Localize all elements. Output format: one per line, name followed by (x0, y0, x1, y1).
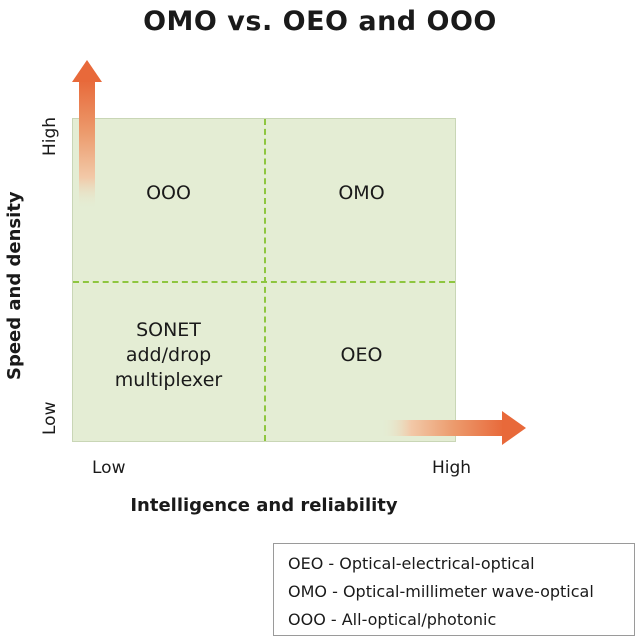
quadrant-top-left: OOO (146, 182, 191, 204)
quadrant-bottom-right: OEO (340, 344, 383, 366)
legend-item-ooo: OOO - All-optical/photonic (288, 610, 497, 629)
quadrant-top-right: OMO (338, 182, 385, 204)
quadrant-bottom-left-line-3: multiplexer (114, 369, 223, 391)
quadrant-bottom-left-line-1: SONET (136, 319, 201, 341)
y-axis-arrow-icon (72, 60, 102, 210)
quadrant-bottom-left: SONET add/drop multiplexer (73, 318, 264, 393)
x-tick-low: Low (92, 458, 126, 478)
quadrant-bottom-left-line-2: add/drop (125, 344, 212, 366)
legend-item-oeo: OEO - Optical-electrical-optical (288, 554, 535, 573)
y-axis-label: Speed and density (4, 191, 25, 380)
legend-item-omo: OMO - Optical-millimeter wave-optical (288, 582, 594, 601)
x-axis-arrow-icon (380, 411, 526, 445)
legend-box: OEO - Optical-electrical-optical OMO - O… (273, 543, 635, 636)
x-tick-high: High (432, 458, 472, 478)
y-tick-high: High (40, 116, 60, 156)
diagram-title: OMO vs. OEO and OOO (143, 6, 497, 37)
horizontal-divider (73, 281, 455, 283)
y-tick-low: Low (40, 401, 60, 435)
x-axis-label: Intelligence and reliability (130, 495, 398, 516)
vertical-divider (264, 119, 266, 441)
quadrant-grid: OOO OMO SONET add/drop multiplexer OEO (72, 118, 456, 442)
